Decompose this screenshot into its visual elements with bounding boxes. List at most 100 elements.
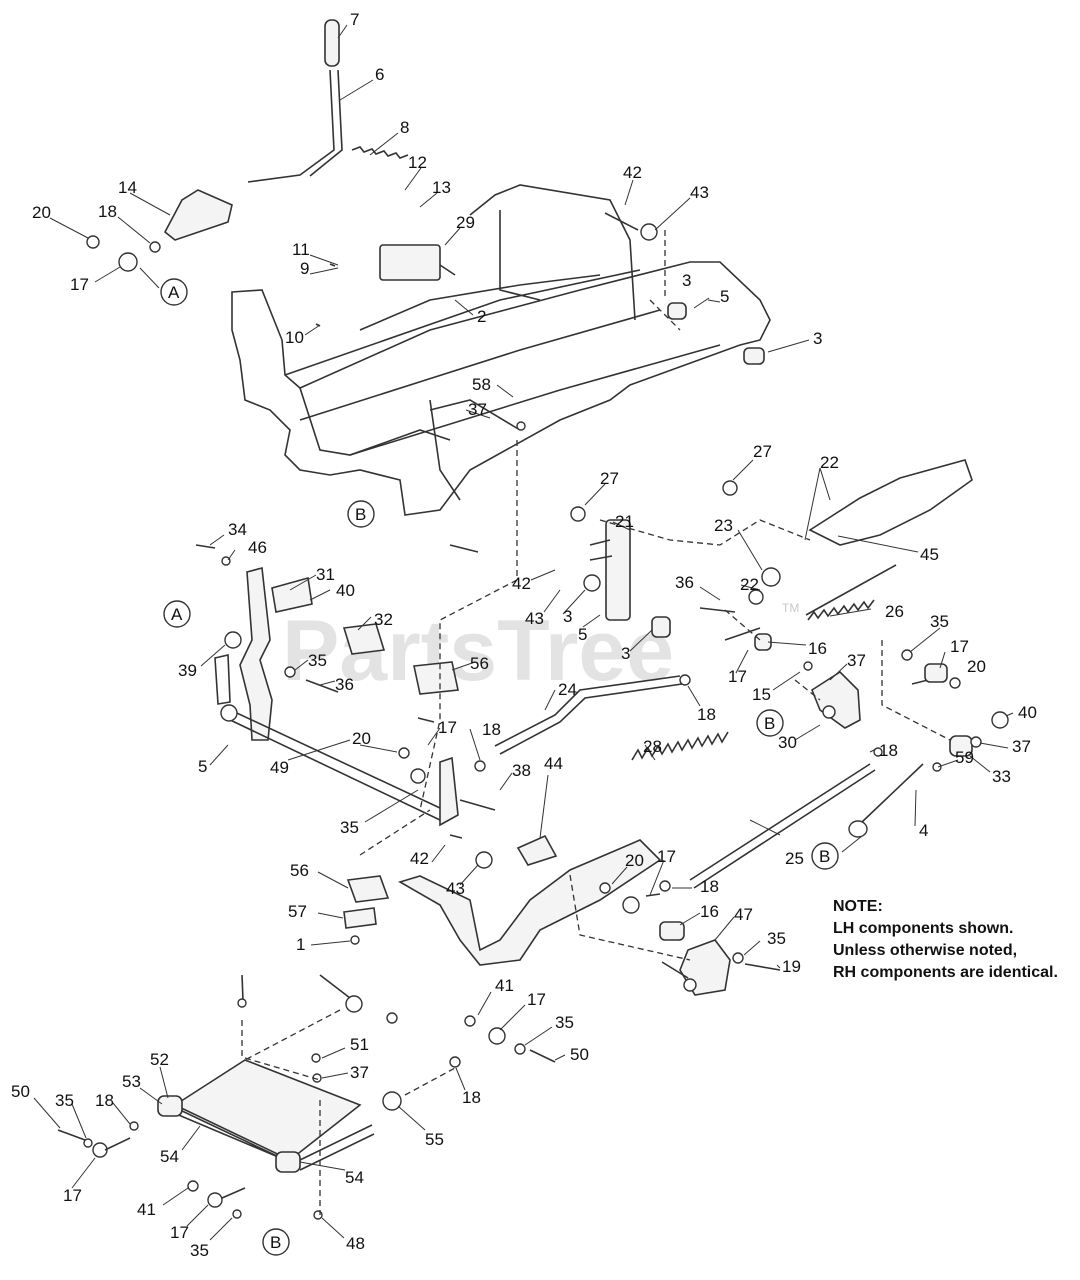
callout-label: 5 (578, 625, 587, 644)
bracket-14-assembly (86, 189, 233, 272)
ref-a-top-label: A (168, 283, 180, 302)
callout-label: 56 (290, 861, 309, 880)
lower-arm-assembly (343, 834, 781, 996)
callout-label: 4 (919, 821, 928, 840)
callout-label: 24 (558, 680, 577, 699)
callout-label: 17 (657, 847, 676, 866)
callout-label: 59 (955, 748, 974, 767)
callout-label: 58 (472, 375, 491, 394)
callout-label: 28 (643, 737, 662, 756)
callout-label: 13 (432, 178, 451, 197)
callout-label: 43 (525, 609, 544, 628)
callout-label: 21 (615, 512, 634, 531)
callout-label: 54 (160, 1147, 179, 1166)
callout-label: 17 (63, 1186, 82, 1205)
callout-label: 30 (778, 733, 797, 752)
callout-label: 22 (820, 453, 839, 472)
callout-label: 46 (248, 538, 267, 557)
callout-label: 43 (446, 879, 465, 898)
callout-label: 18 (482, 720, 501, 739)
main-frame (231, 184, 771, 553)
callout-label: 5 (198, 757, 207, 776)
callout-label: 32 (374, 610, 393, 629)
callout-label: 35 (190, 1241, 209, 1260)
leader-lines (33, 24, 1014, 1241)
callout-label: 35 (930, 612, 949, 631)
callout-label: 18 (879, 741, 898, 760)
callout-label: 17 (728, 667, 747, 686)
callout-label: 45 (920, 545, 939, 564)
callout-label: 20 (967, 657, 986, 676)
callout-label: 55 (425, 1130, 444, 1149)
callout-label: 18 (98, 202, 117, 221)
pivot-arm-assembly (570, 459, 973, 651)
callout-label: 50 (570, 1045, 589, 1064)
assembly-lines (241, 230, 951, 1215)
ref-b-bottom-label: B (270, 1233, 281, 1252)
callout-label: 36 (675, 573, 694, 592)
callout-label: 18 (700, 877, 719, 896)
ref-a-top (160, 278, 188, 306)
callout-label: 8 (400, 118, 409, 137)
callout-label: 25 (785, 849, 804, 868)
callout-label: 15 (752, 685, 771, 704)
callout-label: 18 (462, 1088, 481, 1107)
callout-label: 27 (600, 469, 619, 488)
ref-a-mid-label: A (171, 605, 183, 624)
callout-label: 14 (118, 178, 137, 197)
callout-label: 35 (555, 1013, 574, 1032)
callout-label: 37 (1012, 737, 1031, 756)
callout-label: 38 (512, 761, 531, 780)
callout-label: 3 (682, 271, 691, 290)
callout-label: 56 (470, 654, 489, 673)
callout-label: 48 (346, 1234, 365, 1253)
callout-label: 19 (782, 957, 801, 976)
callout-label: 52 (150, 1050, 169, 1069)
callout-label: 35 (308, 651, 327, 670)
callout-label: 57 (288, 902, 307, 921)
callout-label: 33 (992, 767, 1011, 786)
callout-label: 47 (734, 905, 753, 924)
callout-label: 43 (690, 183, 709, 202)
note-line: LH components shown. (833, 920, 1014, 937)
callout-label: 18 (697, 705, 716, 724)
ref-b-spring-label: B (764, 714, 775, 733)
callout-label: 17 (170, 1223, 189, 1242)
callout-label: 2 (477, 307, 486, 326)
callout-label: 49 (270, 758, 289, 777)
callout-label: 20 (32, 203, 51, 222)
reference-markers: A A B B B B (160, 278, 839, 1256)
callout-label: 18 (95, 1091, 114, 1110)
callout-label: 10 (285, 328, 304, 347)
callout-label: 41 (137, 1200, 156, 1219)
callout-label: 27 (753, 442, 772, 461)
bottom-plate-assembly (57, 974, 556, 1220)
callout-label: 17 (438, 718, 457, 737)
callout-label: 54 (345, 1168, 364, 1187)
callout-label: 6 (375, 65, 384, 84)
callout-label: 34 (228, 520, 247, 539)
lift-shaft-assembly (195, 544, 496, 827)
callout-label: 3 (563, 607, 572, 626)
callout-labels: 7 6 8 12 13 14 42 43 20 18 29 11 9 17 3 … (11, 10, 1037, 1260)
watermark-trademark: TM (782, 601, 799, 615)
ref-b-rod (811, 842, 839, 870)
callout-label: 37 (468, 400, 487, 419)
ref-a-mid (163, 600, 191, 628)
callout-label: 1 (296, 935, 305, 954)
callout-label: 36 (335, 675, 354, 694)
callout-label: 42 (512, 574, 531, 593)
callout-label: 44 (544, 754, 563, 773)
callout-label: 3 (621, 644, 630, 663)
callout-label: 29 (456, 213, 475, 232)
callout-label: 16 (700, 902, 719, 921)
link-rods (494, 674, 942, 889)
note-block: NOTE: LH components shown. Unless otherw… (833, 896, 1058, 984)
note-line: RH components are identical. (833, 964, 1058, 981)
callout-label: 17 (527, 990, 546, 1009)
callout-label: 41 (495, 976, 514, 995)
callout-label: 5 (720, 287, 729, 306)
bracket-30-assembly (803, 649, 1009, 757)
callout-label: 17 (950, 637, 969, 656)
callout-label: 9 (300, 259, 309, 278)
